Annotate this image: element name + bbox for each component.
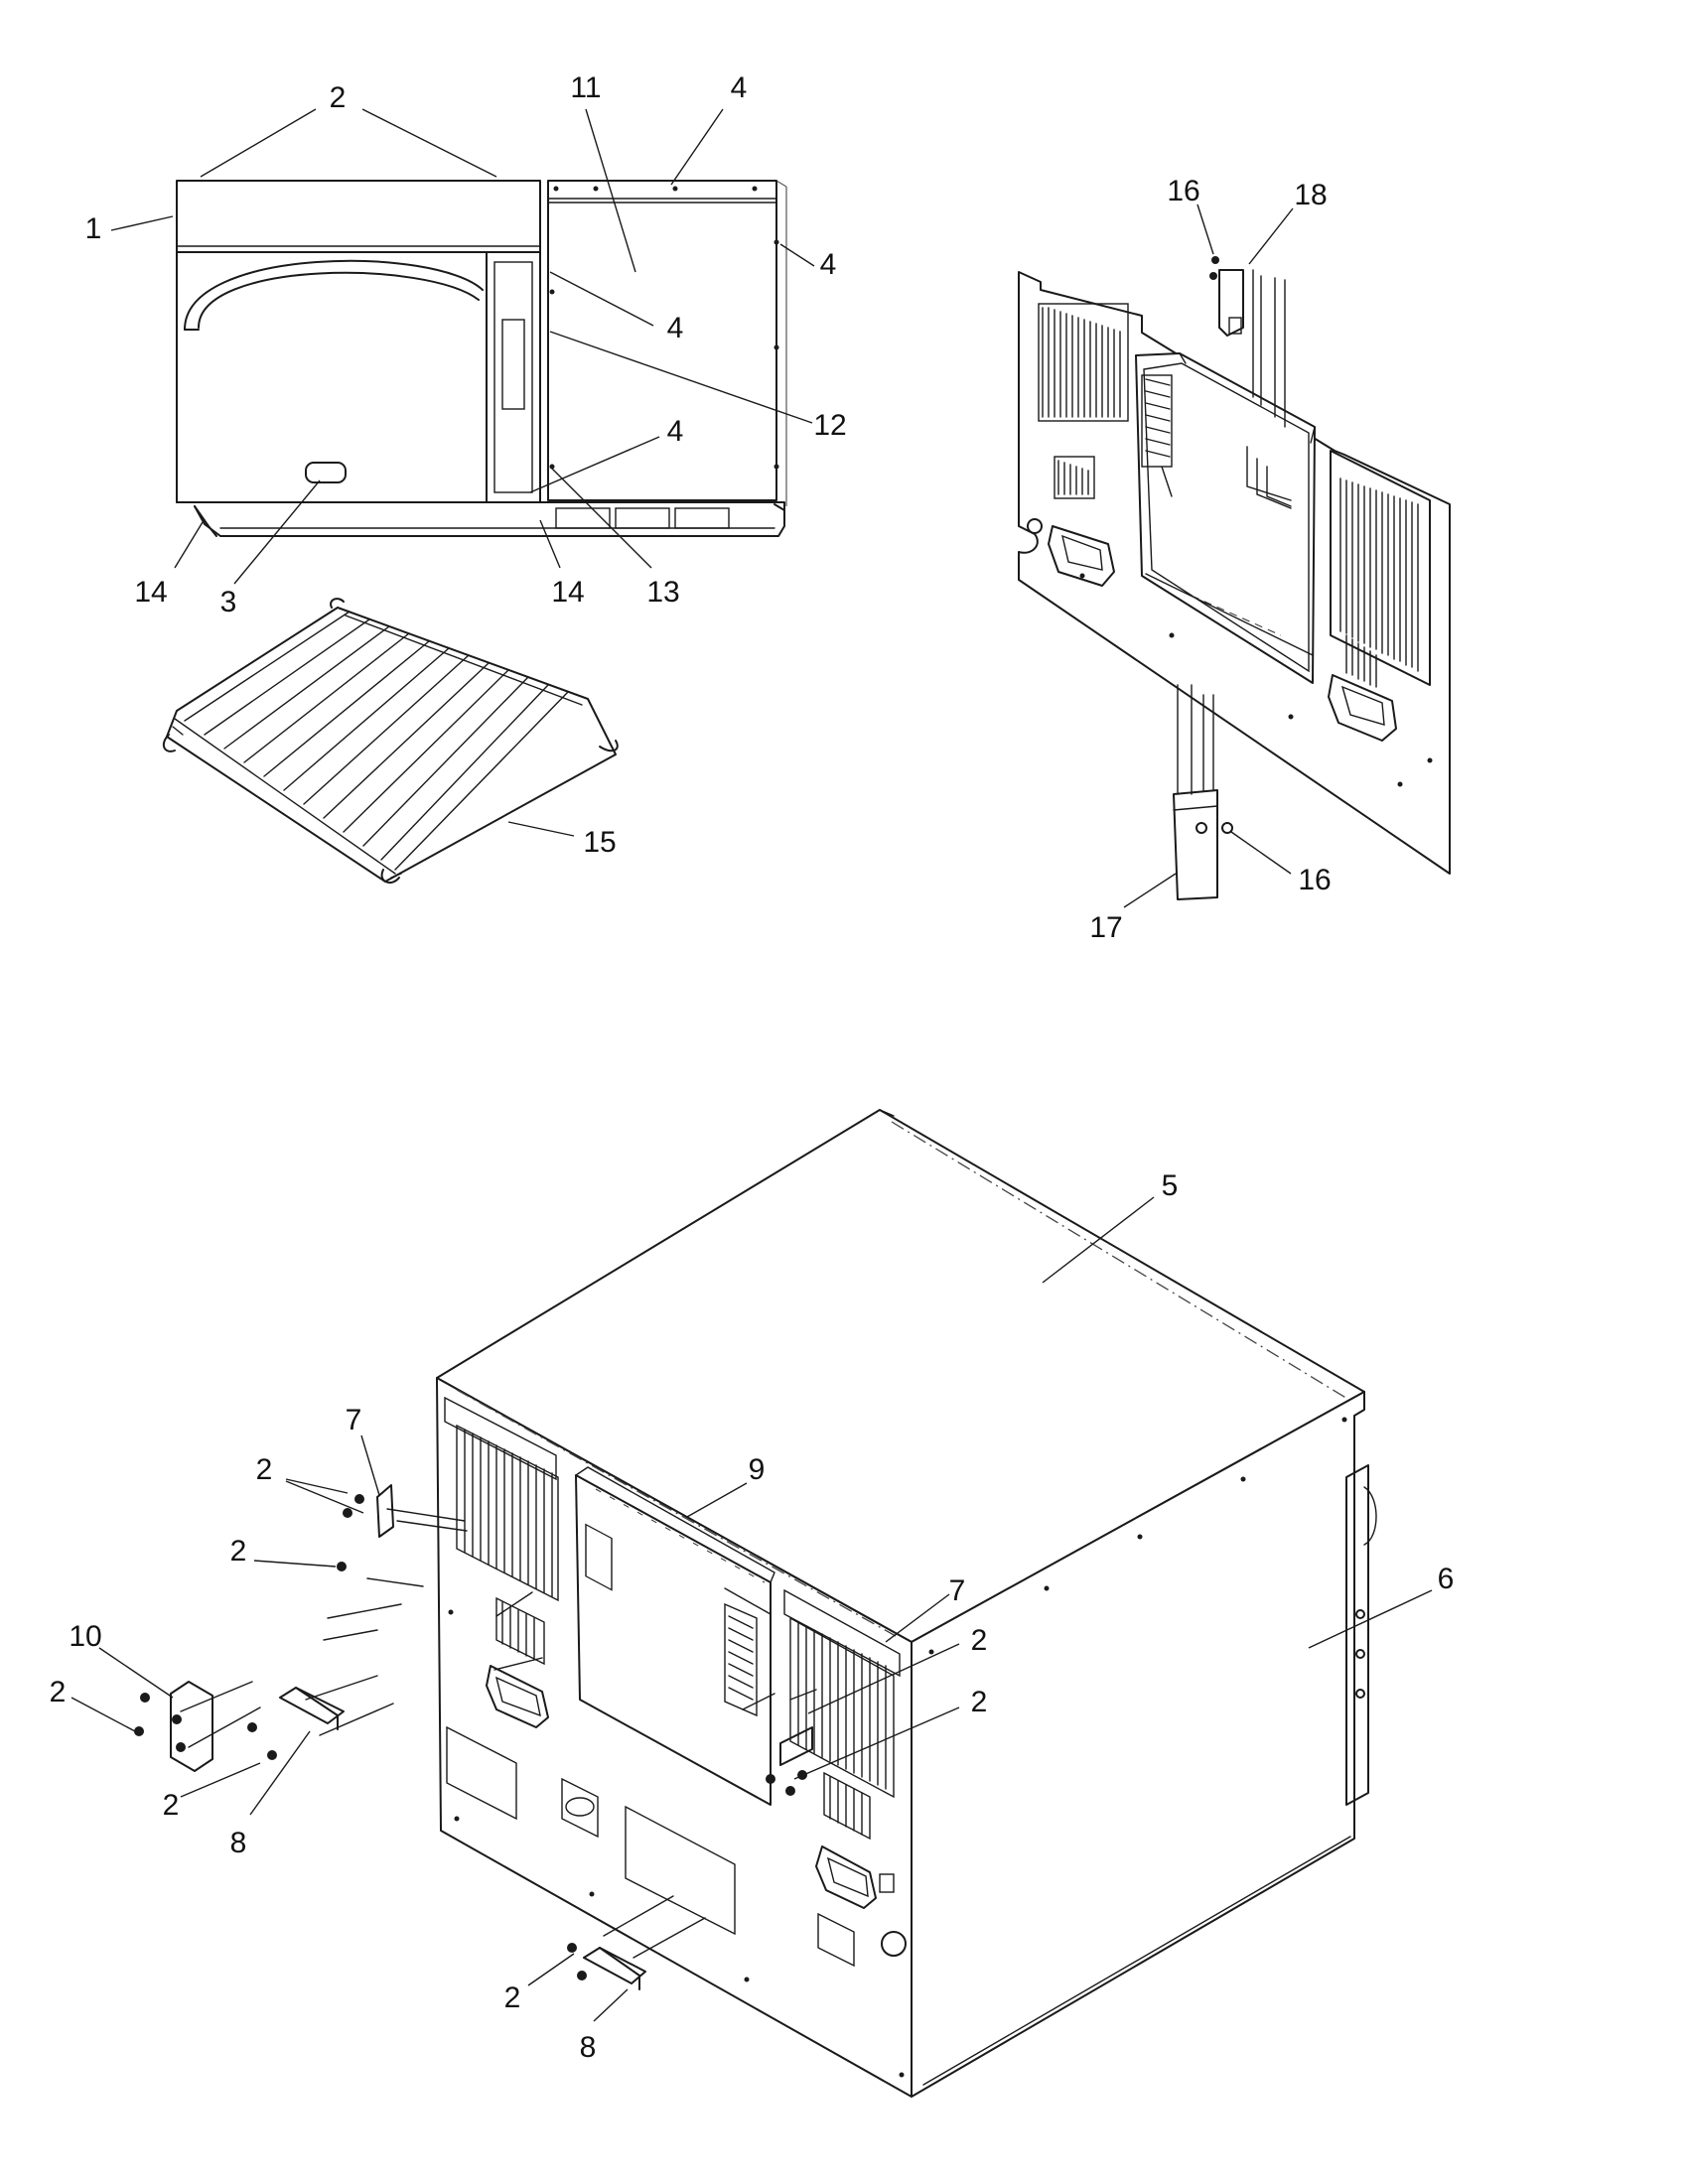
callout-8: 8 xyxy=(580,2031,597,2064)
callout-7: 7 xyxy=(346,1404,362,1436)
callout-18: 18 xyxy=(1294,179,1327,211)
cabinet-left-handle xyxy=(486,1665,549,1728)
cabinet-access-cover xyxy=(575,1466,775,1806)
callout-7: 7 xyxy=(949,1574,966,1607)
leader-lines xyxy=(70,108,1433,2022)
callout-4: 4 xyxy=(731,71,748,104)
rear-right-handle-cutout xyxy=(1328,674,1397,742)
bracket-8-bottom xyxy=(567,1943,646,1990)
rear-left-grille xyxy=(1038,303,1129,499)
top-trim-panel xyxy=(176,180,541,253)
callout-11: 11 xyxy=(570,71,601,104)
callout-2: 2 xyxy=(230,1535,247,1568)
callout-10: 10 xyxy=(69,1620,101,1653)
callout-2: 2 xyxy=(50,1676,67,1708)
callout-2: 2 xyxy=(256,1453,273,1486)
oven-front-view xyxy=(176,180,787,537)
cabinet-right-handle xyxy=(815,1845,877,1909)
oven-cabinet-assembly xyxy=(134,1109,1377,2098)
bracket-10 xyxy=(134,1681,213,1772)
callout-2: 2 xyxy=(971,1624,988,1657)
callout-14: 14 xyxy=(551,576,584,609)
callout-12: 12 xyxy=(813,409,846,442)
callout-16: 16 xyxy=(1298,864,1331,896)
oven-door xyxy=(176,251,488,503)
callout-9: 9 xyxy=(749,1453,766,1486)
callout-17: 17 xyxy=(1089,911,1122,944)
side-cover-panel xyxy=(547,180,777,501)
callout-16: 16 xyxy=(1167,175,1199,207)
callout-2: 2 xyxy=(330,81,347,114)
callout-6: 6 xyxy=(1438,1563,1455,1595)
callout-1: 1 xyxy=(85,212,102,245)
rear-left-handle-cutout xyxy=(1048,525,1115,587)
control-panel xyxy=(486,251,541,503)
oven-rack xyxy=(162,598,619,885)
callout-2: 2 xyxy=(504,1981,521,2014)
oven-base xyxy=(176,501,785,537)
callout-2: 2 xyxy=(971,1686,988,1718)
door-latch xyxy=(305,462,347,483)
door-window-arch xyxy=(198,271,480,329)
callout-15: 15 xyxy=(583,826,616,859)
upper-bracket xyxy=(1209,256,1286,428)
callout-8: 8 xyxy=(230,1827,247,1859)
callout-4: 4 xyxy=(820,248,837,281)
callout-4: 4 xyxy=(667,312,684,344)
rear-access-cover xyxy=(1135,352,1316,684)
callout-2: 2 xyxy=(163,1789,180,1822)
callout-5: 5 xyxy=(1162,1169,1179,1202)
callout-14: 14 xyxy=(134,576,167,609)
lower-bracket xyxy=(1173,684,1233,900)
callout-3: 3 xyxy=(220,586,237,618)
rear-right-grille xyxy=(1330,450,1431,688)
bracket-8-left xyxy=(247,1687,345,1760)
cabinet-left-grille xyxy=(444,1396,559,1666)
callout-13: 13 xyxy=(646,576,679,609)
callout-4: 4 xyxy=(667,415,684,448)
rear-panel-assembly xyxy=(1018,256,1451,900)
cabinet-right-grille xyxy=(783,1588,901,1841)
callout-labels: 2 11 4 1 4 4 12 4 14 3 14 13 15 16 18 16… xyxy=(50,71,1455,2064)
